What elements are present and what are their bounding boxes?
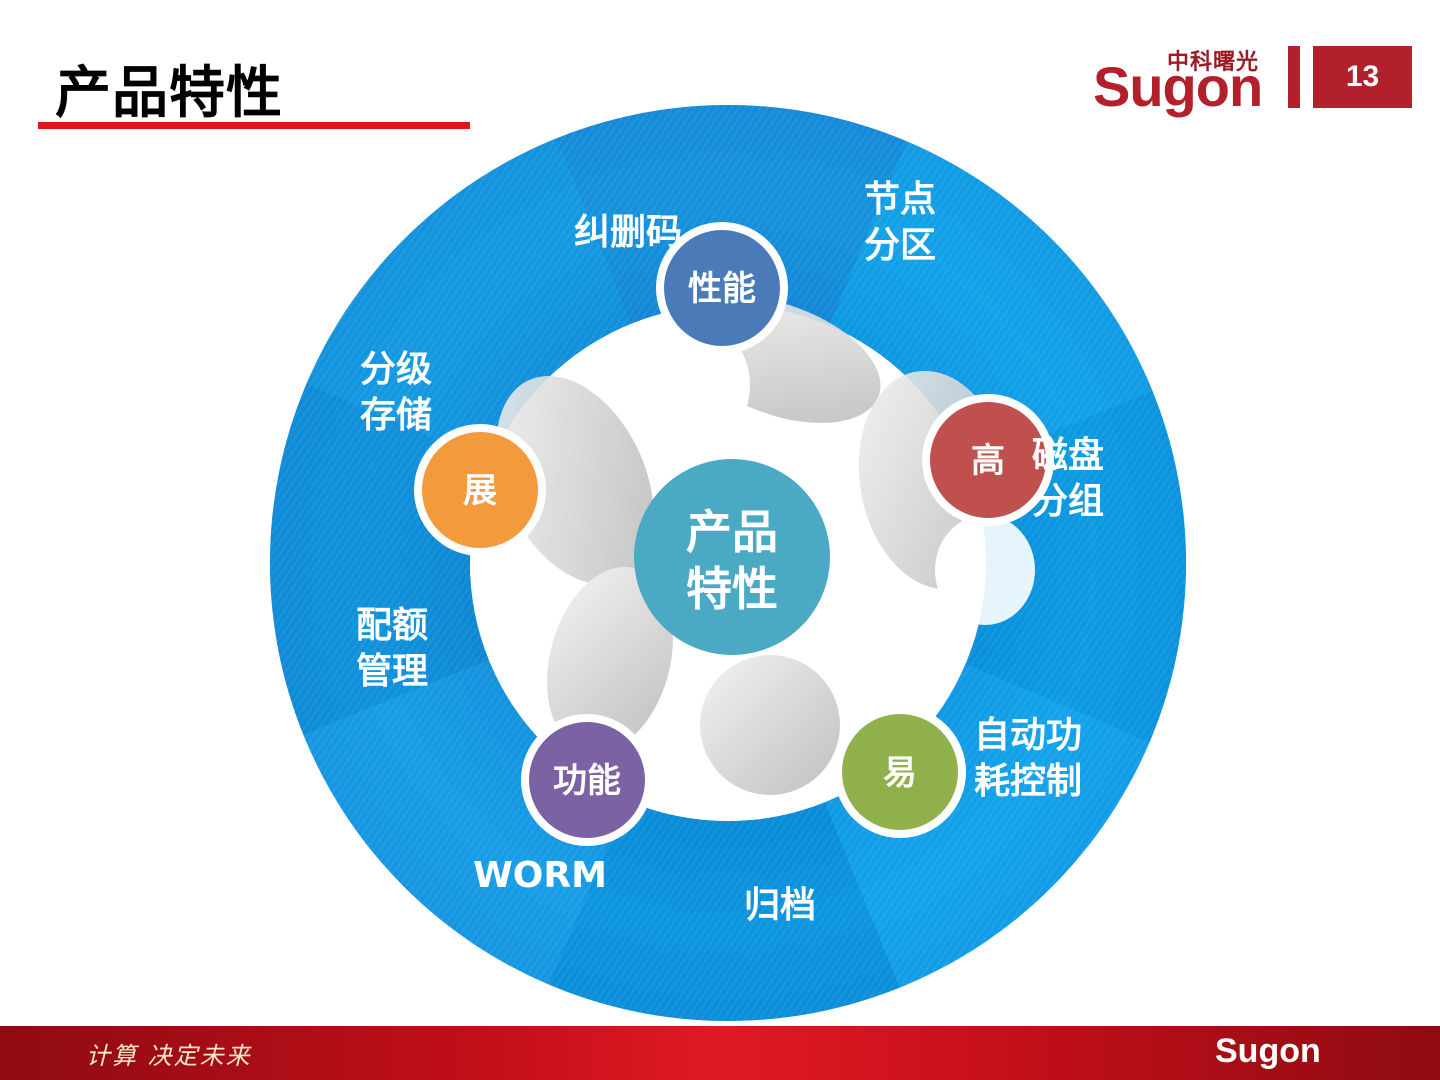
orange-bubble-label: 展 [463, 471, 497, 511]
segment-label-4-line2: 耗控制 [974, 761, 1082, 802]
title-underline [38, 122, 470, 129]
blue-bubble [664, 230, 780, 346]
segment-label-7-line1: 配额 [356, 605, 428, 646]
red-bubble-label: 高 [971, 441, 1005, 481]
purple-bubble-label: 功能 [553, 761, 621, 801]
blue-bubble-label: 性能 [688, 269, 756, 309]
green-bubble-label: 易 [883, 753, 917, 793]
center-label-line2: 特性 [686, 562, 778, 616]
segment-label-4-line1: 自动功 [974, 715, 1082, 756]
red-bubble [930, 402, 1046, 518]
segment-label-3-line2: 分组 [1032, 481, 1104, 522]
segment-label-3-line1: 磁盘 [1032, 434, 1104, 476]
logo-chinese-text: 中科曙光 [1167, 50, 1260, 75]
segment-label-5-line1: 归档 [744, 885, 816, 926]
page-number: 13 [1313, 46, 1412, 108]
footer-bar: 计算 决定未来 Sugon [0, 1026, 1440, 1080]
logo-divider [1288, 46, 1300, 108]
center-circle [634, 459, 830, 655]
purple-bubble [529, 722, 645, 838]
segment-label-2-line2: 分区 [864, 225, 936, 266]
segment-label-6-line1: WORM [473, 855, 607, 896]
segment-label-8-line1: 分级 [360, 349, 432, 390]
segment-label-1-line1: 纠删码 [574, 212, 682, 253]
logo-english-text: Sugon [1093, 55, 1263, 118]
segment-label-7-line2: 管理 [356, 651, 428, 692]
segment-label-8-line2: 存储 [360, 395, 432, 436]
center-label-line1: 产品 [686, 505, 778, 559]
orange-bubble [422, 432, 538, 548]
footer-slogan: 计算 决定未来 [86, 1042, 252, 1070]
segment-label-2-line1: 节点 [864, 179, 936, 220]
footer-brand: Sugon [1215, 1032, 1321, 1070]
green-bubble [842, 714, 958, 830]
page-title: 产品特性 [55, 61, 283, 126]
